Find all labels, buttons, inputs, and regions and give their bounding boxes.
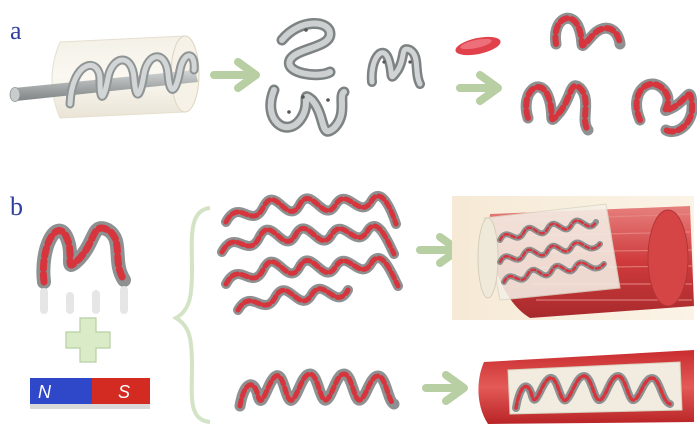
muscle-tissue	[452, 196, 694, 320]
arrow-right-icon	[214, 62, 256, 88]
helical-fiber-large	[271, 23, 344, 131]
linear-fiber-chain	[240, 374, 394, 406]
plus-icon	[66, 318, 110, 362]
cell-suspension	[454, 33, 502, 58]
aligned-fiber-bundle	[222, 196, 398, 310]
panel-b: N S	[30, 196, 694, 424]
panel-a	[10, 18, 692, 131]
cell-coated-fibers	[526, 18, 692, 131]
magnet-north-label: N	[38, 382, 52, 402]
cell-fiber-unit	[43, 228, 124, 310]
brace-icon	[176, 208, 210, 422]
magnet: N S	[30, 378, 150, 409]
blood-vessel	[478, 350, 694, 424]
helical-fiber-small	[372, 49, 420, 84]
arrow-right-icon	[460, 75, 498, 101]
arrow-right-icon	[426, 375, 464, 401]
magnet-south-label: S	[118, 382, 130, 402]
